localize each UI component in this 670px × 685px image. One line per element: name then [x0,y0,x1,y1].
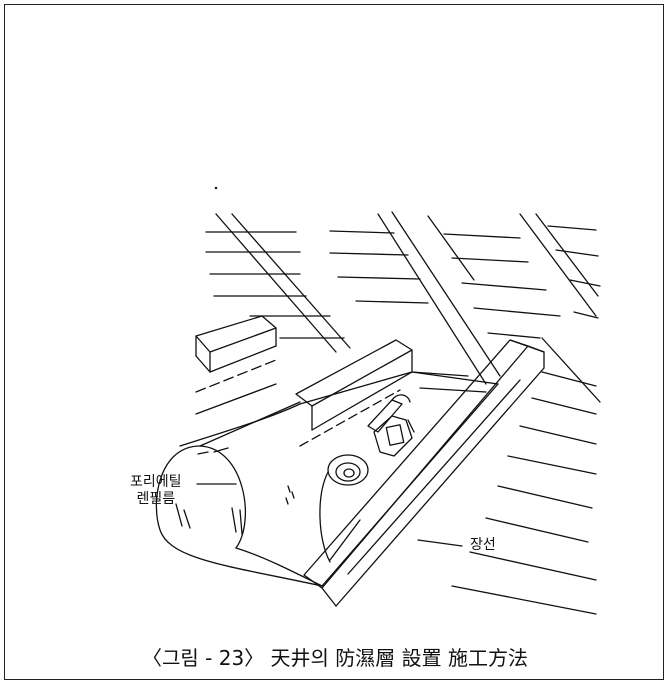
rafter-leader-line [417,539,463,547]
film-label-line1: 포리에틸 [130,474,182,490]
film-label-line2: 렌필름 [136,491,176,507]
polyethylene-film-sheet [179,371,499,587]
left-joist [195,315,277,415]
figure-frame [4,4,664,680]
ceiling-boards [205,225,601,615]
film-label: 포리에틸 렌필름 [130,474,182,508]
film-roll-icon [155,401,369,587]
figure-caption: 〈그림 - 23〉 天井의 防濕層 設置 施工方法 [141,646,528,670]
diagonal-rafters [215,211,601,403]
rafter-label: 장선 [470,537,496,553]
stapler-icon [367,394,415,457]
